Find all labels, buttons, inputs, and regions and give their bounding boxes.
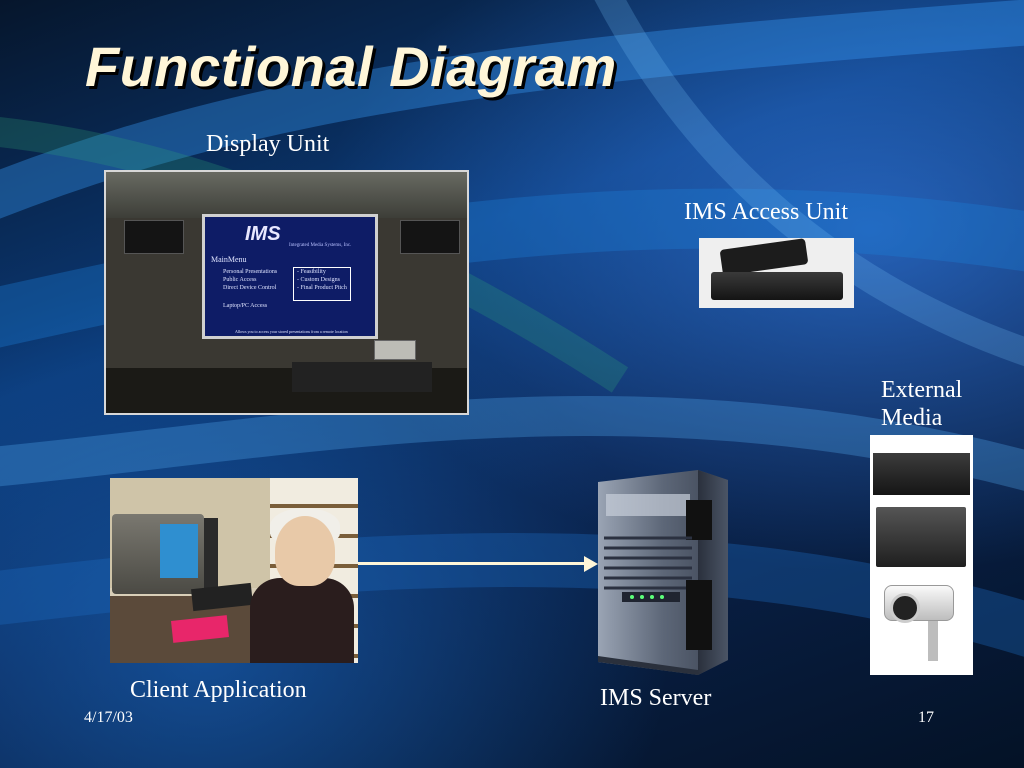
slide-date: 4/17/03	[84, 709, 133, 726]
client-application-label: Client Application	[130, 677, 307, 703]
podium-desk	[292, 362, 432, 392]
user-torso	[250, 578, 354, 663]
display-unit-label: Display Unit	[206, 131, 330, 157]
connector-arrowhead	[584, 556, 598, 572]
camera-lens-icon	[890, 593, 920, 623]
display-unit-photo: IMS Integrated Media Systems, Inc. MainM…	[104, 170, 469, 415]
screen-menu-item: Direct Device Control	[223, 285, 277, 291]
server-icon	[598, 470, 728, 675]
computer-tower-icon	[204, 518, 218, 598]
external-media-photo	[870, 435, 973, 675]
speaker-left	[124, 220, 184, 254]
screen-logo: IMS	[245, 223, 281, 245]
screen-tagline: Integrated Media Systems, Inc.	[289, 243, 352, 248]
slide-number: 17	[918, 709, 934, 726]
screen-menu-item: Public Access	[223, 277, 257, 283]
ims-server-label: IMS Server	[600, 685, 712, 711]
screen-menu-title: MainMenu	[211, 255, 247, 264]
client-server-connector	[358, 562, 586, 565]
set-top-box-icon	[711, 272, 843, 300]
external-media-label-line1: External	[881, 377, 963, 403]
screen-menu-item: Personal Presentations	[223, 269, 278, 275]
client-application-photo	[110, 478, 358, 663]
user-face	[275, 516, 335, 586]
slide-title: Functional Diagram	[85, 35, 617, 98]
projector-icon	[374, 340, 416, 360]
cd-changer-icon	[876, 507, 966, 567]
screen-footer: Allows you to access your stored present…	[235, 329, 348, 334]
screen-submenu	[293, 267, 351, 301]
monitor-screen	[160, 524, 198, 578]
dvd-player-icon	[873, 453, 970, 495]
camera-mount	[928, 621, 938, 661]
screen-submenu-item: - Final Product Pitch	[297, 285, 347, 291]
external-media-label: External Media	[881, 376, 962, 432]
screen-menu-item: Laptop/PC Access	[223, 303, 268, 309]
access-unit-label: IMS Access Unit	[684, 199, 848, 225]
access-unit-photo	[699, 238, 854, 308]
screen-submenu-item: - Feasibility	[297, 269, 326, 275]
room-ceiling	[106, 172, 467, 218]
speaker-right	[400, 220, 460, 254]
remote-control-icon	[719, 238, 809, 276]
projection-screen: IMS Integrated Media Systems, Inc. MainM…	[202, 214, 378, 339]
external-media-label-line2: Media	[881, 405, 943, 431]
screen-submenu-item: - Custom Designs	[297, 277, 341, 283]
